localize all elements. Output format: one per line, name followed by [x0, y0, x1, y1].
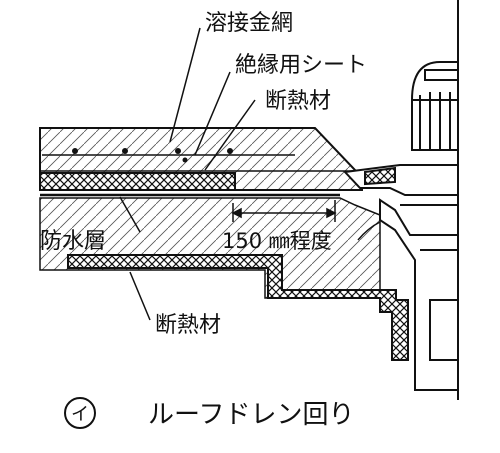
dimension-marker	[231, 200, 381, 241]
label-insulation-upper: 断熱材	[265, 89, 331, 114]
upper-insulation-block	[39, 172, 236, 191]
caption-marker-circle	[64, 397, 96, 429]
caption-marker: イ	[71, 404, 89, 425]
label-gap-note: 150 ㎜程度	[222, 229, 332, 253]
label-waterproof-layer: 防水層	[40, 229, 106, 254]
lower-insulation-block	[67, 254, 409, 361]
label-welded-mesh: 溶接金網	[205, 11, 293, 36]
caption-title: ルーフドレン回り	[148, 400, 354, 430]
label-insulation-lower: 断熱材	[155, 313, 221, 338]
welded-mesh-dots	[72, 148, 233, 163]
label-insulation-sheet: 絶縁用シート	[235, 53, 367, 78]
roof-drain	[342, 61, 459, 391]
leader-lines	[119, 27, 256, 321]
